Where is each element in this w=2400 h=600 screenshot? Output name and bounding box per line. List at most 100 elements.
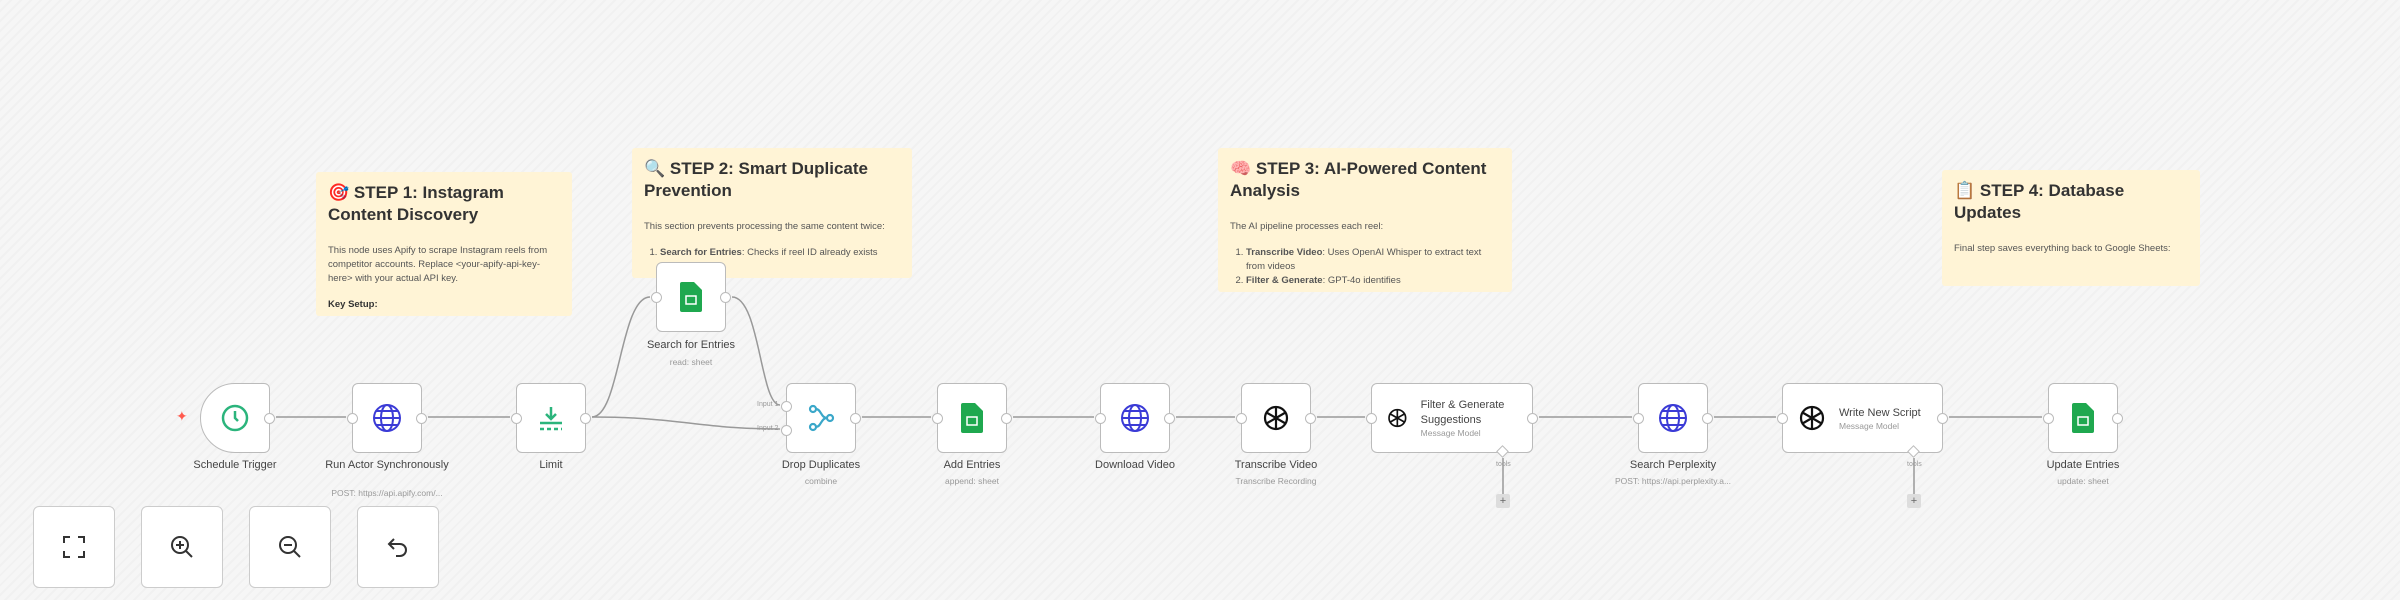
output-port[interactable] (1702, 412, 1713, 424)
input-port-2[interactable] (781, 424, 792, 436)
zoom-out-button[interactable] (249, 506, 331, 588)
add-tool-button[interactable]: + (1496, 494, 1510, 508)
sticky-list-item: Filter & Generate: GPT-4o identifies (1246, 274, 1500, 288)
magnifier-icon: 🔍 (644, 159, 666, 178)
clock-icon (221, 404, 249, 432)
sticky-list-item: Search for Entries: Checks if reel ID al… (660, 246, 900, 260)
limit-icon (540, 407, 562, 431)
output-port[interactable] (720, 291, 731, 303)
output-port[interactable] (580, 412, 591, 424)
node-label: Search Perplexity (1629, 459, 1717, 471)
node-label: Run Actor Synchronously (325, 459, 449, 471)
output-port[interactable] (1164, 412, 1175, 424)
openai-icon (1263, 405, 1289, 431)
node-transcribe-video[interactable] (1236, 383, 1316, 453)
input-port[interactable] (1095, 412, 1106, 424)
node-label: Schedule Trigger (193, 459, 277, 471)
tools-label: tools (1496, 461, 1511, 468)
node-search-perplexity[interactable] (1633, 383, 1713, 453)
sticky-key-setup: Key Setup: (328, 299, 378, 310)
input-label: Input 1 (757, 401, 779, 408)
sticky-title: 🧠 STEP 3: AI-Powered Content Analysis (1230, 159, 1487, 200)
output-port[interactable] (1001, 412, 1012, 424)
input-port[interactable] (2043, 412, 2054, 424)
sticky-title: 🎯 STEP 1: Instagram Content Discovery (328, 183, 504, 224)
node-label: Limit (539, 459, 563, 471)
sticky-body: This section prevents processing the sam… (644, 221, 885, 232)
output-port[interactable] (1305, 412, 1316, 424)
output-port[interactable] (850, 412, 861, 424)
google-sheets-icon (2072, 403, 2094, 433)
input-port-1[interactable] (781, 400, 792, 412)
sticky-note-step3[interactable]: 🧠 STEP 3: AI-Powered Content Analysis Th… (1218, 148, 1512, 292)
undo-button[interactable] (357, 506, 439, 588)
globe-icon (373, 404, 401, 432)
globe-icon (1659, 404, 1687, 432)
sticky-body: Final step saves everything back to Goog… (1954, 243, 2171, 254)
input-port[interactable] (1236, 412, 1247, 424)
node-subtitle: Transcribe Recording (1235, 476, 1317, 486)
output-port[interactable] (1937, 412, 1948, 424)
edge-limit-search (591, 296, 651, 418)
node-subtitle: POST: https://api.perplexity.a... (1614, 476, 1732, 486)
zoom-in-icon (171, 536, 193, 558)
node-subtitle: read: sheet (669, 357, 713, 367)
input-port[interactable] (1633, 412, 1644, 424)
node-download-video[interactable] (1095, 383, 1175, 453)
node-subtitle: append: sheet (945, 476, 999, 486)
output-port[interactable] (264, 412, 275, 424)
node-search-for-entries[interactable] (651, 262, 731, 332)
node-subtitle: POST: https://api.apify.com/... (331, 488, 443, 498)
google-sheets-icon (680, 282, 702, 312)
input-port[interactable] (347, 412, 358, 424)
openai-icon (1388, 408, 1407, 428)
merge-icon (808, 404, 835, 432)
sticky-note-step2[interactable]: 🔍 STEP 2: Smart Duplicate Prevention Thi… (632, 148, 912, 278)
node-label: Write New Script (1839, 406, 1921, 419)
node-label: Add Entries (943, 459, 1001, 471)
sticky-body: This node uses Apify to scrape Instagram… (328, 245, 548, 284)
node-label: Transcribe Video (1234, 459, 1318, 471)
input-port[interactable] (1777, 412, 1788, 424)
trigger-bolt-icon: ✦ (176, 408, 188, 424)
input-port[interactable] (651, 291, 662, 303)
globe-icon (1121, 404, 1149, 432)
node-label: Search for Entries (646, 339, 736, 351)
brain-icon: 🧠 (1230, 159, 1252, 178)
input-port[interactable] (932, 412, 943, 424)
sticky-note-step1[interactable]: 🎯 STEP 1: Instagram Content Discovery Th… (316, 172, 572, 316)
output-port[interactable] (1527, 412, 1538, 424)
sticky-title: 📋 STEP 4: Database Updates (1954, 181, 2125, 222)
node-add-entries[interactable] (932, 383, 1012, 453)
node-schedule-trigger[interactable] (200, 383, 275, 453)
edge-limit-drop (591, 416, 781, 430)
output-port[interactable] (416, 412, 427, 424)
zoom-in-button[interactable] (141, 506, 223, 588)
tools-label: tools (1907, 461, 1922, 468)
output-port[interactable] (2112, 412, 2123, 424)
input-port[interactable] (511, 412, 522, 424)
node-label: Download Video (1095, 459, 1175, 471)
input-label: Input 2 (757, 425, 779, 432)
clipboard-icon: 📋 (1954, 181, 1976, 200)
google-sheets-icon (961, 403, 983, 433)
add-tool-button[interactable]: + (1907, 494, 1921, 508)
node-run-actor[interactable] (347, 383, 427, 453)
node-subtitle: combine (804, 476, 838, 486)
sticky-list-item: Transcribe Video: Uses OpenAI Whisper to… (1246, 246, 1500, 274)
node-label: Drop Duplicates (781, 459, 861, 471)
input-port[interactable] (1366, 412, 1377, 424)
node-limit[interactable] (511, 383, 591, 453)
fit-view-button[interactable] (33, 506, 115, 588)
node-drop-duplicates[interactable] (781, 383, 861, 453)
sticky-note-step4[interactable]: 📋 STEP 4: Database Updates Final step sa… (1942, 170, 2200, 286)
sticky-title: 🔍 STEP 2: Smart Duplicate Prevention (644, 159, 868, 200)
node-label: Update Entries (2046, 459, 2120, 471)
edge-search-drop (731, 296, 781, 406)
node-update-entries[interactable] (2043, 383, 2123, 453)
sticky-body: The AI pipeline processes each reel: (1230, 221, 1384, 232)
node-subtitle: Message Model (1839, 420, 1900, 431)
